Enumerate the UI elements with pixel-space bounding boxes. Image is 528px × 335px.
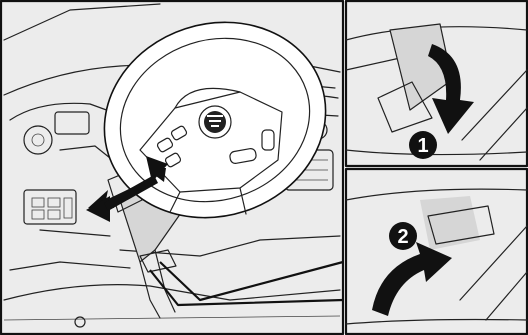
detail-panel-2: 2 bbox=[346, 169, 527, 334]
callout-step-2: 2 bbox=[389, 222, 417, 250]
callout-2-label: 2 bbox=[397, 226, 408, 248]
callout-step-1: 1 bbox=[409, 131, 437, 159]
detail-panel-1: 1 bbox=[346, 1, 527, 166]
callout-1-label: 1 bbox=[417, 135, 428, 157]
main-panel bbox=[1, 0, 351, 334]
